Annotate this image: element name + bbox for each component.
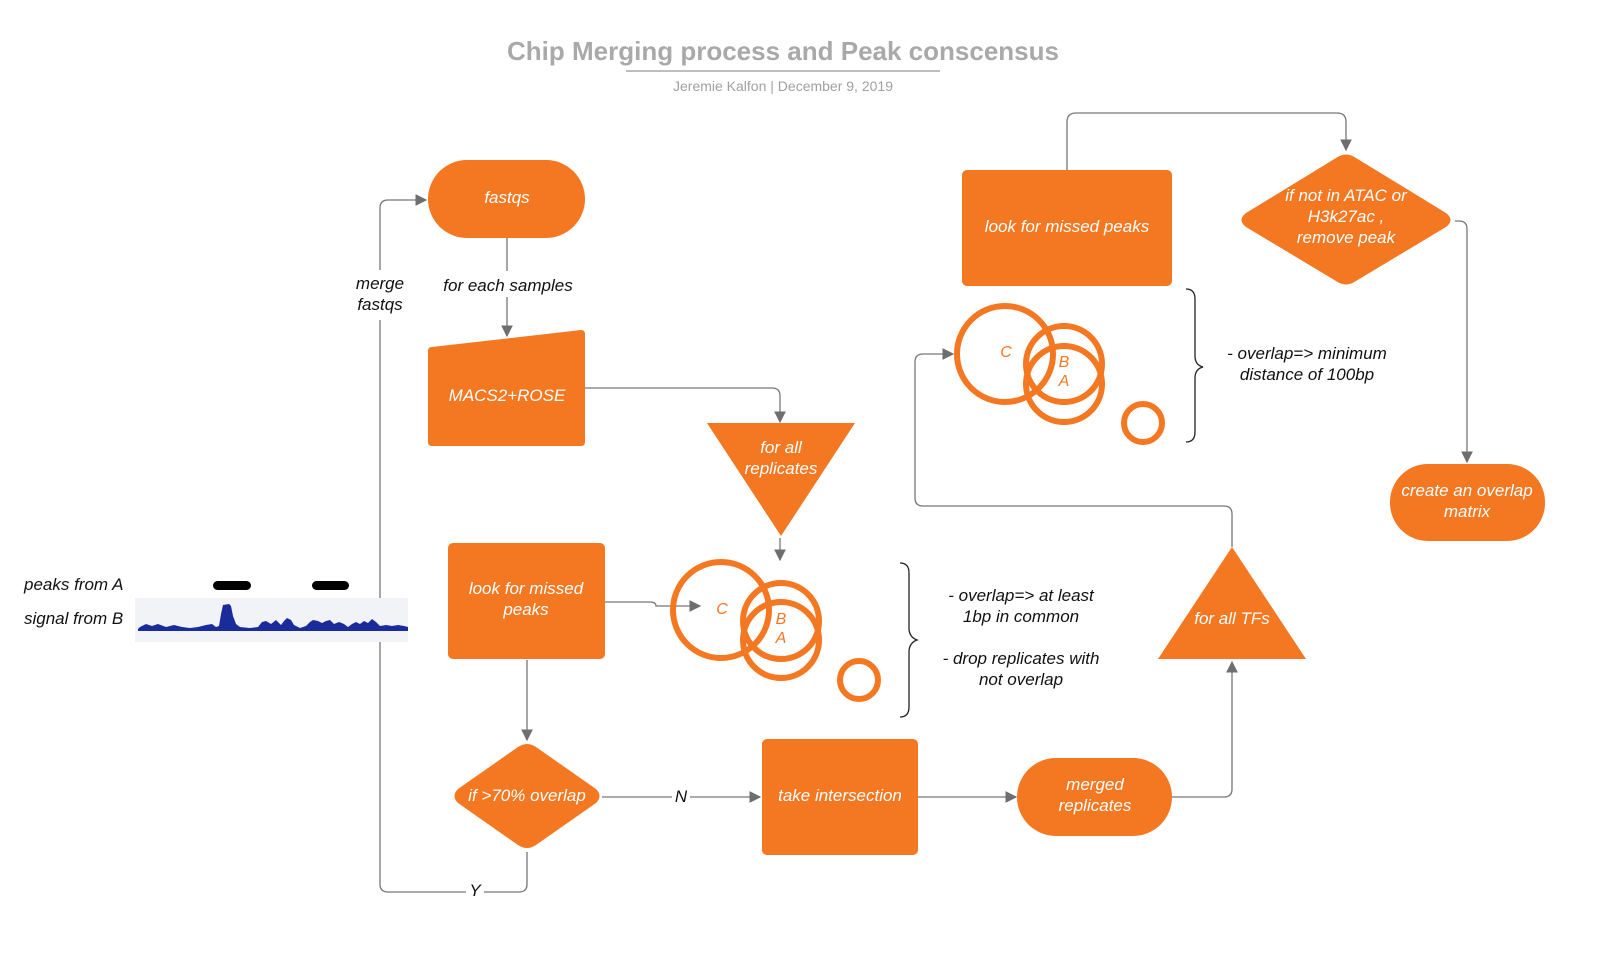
diagram-subtitle: Jeremie Kalfon | December 9, 2019 xyxy=(673,78,893,94)
label-bg xyxy=(466,880,484,898)
venn-circle-small xyxy=(1121,401,1165,445)
venn-circle-b xyxy=(1023,323,1105,405)
diagram-title: Chip Merging process and Peak conscensus xyxy=(507,36,1059,66)
note-replicates-line2: 1bp in common xyxy=(963,607,1079,626)
venn-label-b: B xyxy=(776,611,787,628)
edge-macs2-to-replicates xyxy=(585,387,786,424)
label-bg xyxy=(350,270,410,320)
node-overlap-matrix-line1: create an overlap xyxy=(1401,481,1532,500)
venn-circle-a xyxy=(740,599,822,681)
label-for-each-samples: for each samples xyxy=(443,276,573,295)
node-all-replicates-line2: replicates xyxy=(745,459,818,478)
peak-bar xyxy=(213,581,251,590)
node-macs2-rose[interactable] xyxy=(428,330,585,446)
node-overlap-70[interactable] xyxy=(454,744,600,848)
node-missed-peaks-2-label: look for missed peaks xyxy=(985,217,1150,236)
node-not-in-atac-line3: remove peak xyxy=(1297,228,1397,247)
venn-circle-c xyxy=(670,559,772,661)
node-missed-peaks-1-line2: peaks xyxy=(502,600,549,619)
node-not-in-atac-line1: if not in ATAC or xyxy=(1285,186,1408,205)
node-fastqs-label: fastqs xyxy=(484,188,530,207)
node-missed-peaks-2[interactable] xyxy=(962,170,1172,286)
venn-circle-small xyxy=(837,658,881,702)
venn-label-a: A xyxy=(775,630,787,647)
venn-label-c: C xyxy=(716,601,728,618)
node-macs2-label: MACS2+ROSE xyxy=(449,386,566,405)
venn-tfs: C B A xyxy=(954,303,1165,445)
note-replicates-line3: - drop replicates with xyxy=(943,649,1100,668)
node-take-intersection-label: take intersection xyxy=(778,786,902,805)
venn-label-b: B xyxy=(1059,354,1070,371)
node-fastqs[interactable] xyxy=(428,160,585,238)
venn-label-a: A xyxy=(1058,373,1070,390)
node-not-in-atac[interactable] xyxy=(1241,154,1451,285)
label-merge-fastqs-line2: fastqs xyxy=(357,295,403,314)
peak-bar xyxy=(312,581,349,590)
node-overlap-matrix[interactable] xyxy=(1390,464,1545,541)
node-all-replicates-line1: for all xyxy=(760,438,803,457)
signal-track-background xyxy=(135,598,408,642)
track-peaks-label: peaks from A xyxy=(23,575,124,594)
note-tfs-line1: - overlap=> minimum xyxy=(1227,344,1387,363)
signal-track-coverage xyxy=(138,604,408,631)
label-bg xyxy=(436,271,580,297)
label-yes: Y xyxy=(469,881,482,900)
venn-replicates: C B A xyxy=(670,559,881,702)
brace-replicates xyxy=(899,562,919,718)
node-all-tfs-label: for all TFs xyxy=(1194,609,1270,628)
venn-circle-a xyxy=(1023,343,1105,425)
track-signal-label: signal from B xyxy=(24,609,123,628)
node-merged-replicates[interactable] xyxy=(1017,758,1172,836)
note-tfs-line2: distance of 100bp xyxy=(1240,365,1374,384)
node-all-tfs[interactable] xyxy=(1158,547,1306,659)
node-merged-replicates-line1: merged xyxy=(1066,775,1124,794)
node-missed-peaks-1[interactable] xyxy=(448,543,605,659)
node-take-intersection[interactable] xyxy=(762,739,918,855)
genome-track: peaks from A signal from B xyxy=(23,575,408,642)
node-overlap-matrix-line2: matrix xyxy=(1444,502,1491,521)
node-all-replicates[interactable] xyxy=(707,423,855,536)
edge-merged-to-tfs xyxy=(1172,660,1238,798)
edge-missed-peaks-to-venn xyxy=(605,600,702,612)
node-missed-peaks-1-line1: look for missed xyxy=(469,579,584,598)
label-bg xyxy=(672,786,690,806)
label-merge-fastqs-line1: merge xyxy=(356,274,404,293)
edge-atac-to-matrix xyxy=(1455,220,1473,464)
venn-circle-c xyxy=(954,303,1056,405)
node-overlap-70-label: if >70% overlap xyxy=(468,786,586,805)
brace-tfs xyxy=(1185,288,1204,443)
venn-circle-b xyxy=(740,580,822,662)
edge-missed-peaks-to-atac xyxy=(1066,112,1352,170)
venn-label-c: C xyxy=(1000,344,1012,361)
node-not-in-atac-line2: H3k27ac , xyxy=(1308,207,1385,226)
edge-tfs-to-venn xyxy=(914,348,1233,547)
node-merged-replicates-line2: replicates xyxy=(1059,796,1132,815)
edge-overlap-yes-merge xyxy=(379,194,528,893)
label-no: N xyxy=(675,787,688,806)
note-replicates-line4: not overlap xyxy=(979,670,1063,689)
note-replicates-line1: - overlap=> at least xyxy=(948,586,1095,605)
